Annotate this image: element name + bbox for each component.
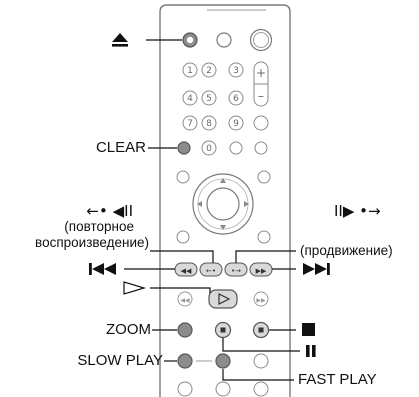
key-d[interactable] <box>253 353 269 369</box>
eject-icon <box>112 33 128 47</box>
replay-text-line1: (повторное <box>64 219 134 234</box>
number-key-5[interactable] <box>201 90 217 106</box>
number-key-2[interactable] <box>201 62 217 78</box>
leader-lines <box>124 39 300 381</box>
play-icon <box>123 281 147 295</box>
clear-button[interactable] <box>177 141 191 155</box>
next-icon <box>303 263 330 275</box>
number-key-8[interactable] <box>201 115 217 131</box>
fast-play-button[interactable] <box>215 353 231 369</box>
number-key-1[interactable] <box>182 62 198 78</box>
open-key[interactable] <box>216 32 232 48</box>
down-arrow-icon <box>220 225 226 230</box>
menu-key-bottom-left[interactable] <box>176 230 190 244</box>
number-key-3-label: 3 <box>233 66 239 76</box>
replay-button[interactable] <box>199 262 223 277</box>
number-key-0[interactable] <box>201 140 217 156</box>
number-key-9[interactable] <box>228 115 244 131</box>
slow-play-button[interactable] <box>177 353 193 369</box>
number-keypad: 1 2 3 4 5 6 7 8 9 0 <box>182 62 244 156</box>
replay-symbol: ←• ◀II <box>86 202 133 220</box>
zoom-label: ZOOM <box>106 321 151 338</box>
menu-key-bottom-right[interactable] <box>257 230 271 244</box>
pause-icon <box>306 345 316 357</box>
bottom-key-3[interactable] <box>253 381 269 397</box>
number-key-1-label: 1 <box>187 66 193 76</box>
prev-key-icon: ◀◀ <box>181 267 192 275</box>
number-key-7-label: 7 <box>187 119 193 129</box>
previous-icon <box>89 263 116 275</box>
pause-key-icon <box>220 327 226 333</box>
key-c[interactable] <box>254 141 268 155</box>
number-key-3[interactable] <box>228 62 244 78</box>
number-key-4-label: 4 <box>187 94 193 104</box>
up-arrow-icon <box>220 178 226 183</box>
replay-key-icon: ←• <box>206 267 216 275</box>
number-key-6-label: 6 <box>233 94 239 104</box>
advance-symbol: II▶ •→ <box>334 202 381 220</box>
advance-leader <box>235 250 296 263</box>
number-key-2-label: 2 <box>206 66 212 76</box>
pause-leader <box>222 338 300 352</box>
stop-icon <box>302 323 315 336</box>
fast-play-label: FAST PLAY <box>298 371 377 388</box>
scan-forward-button[interactable] <box>253 291 269 307</box>
number-key-8-label: 8 <box>206 119 212 129</box>
menu-key-top-right[interactable] <box>257 170 271 184</box>
play-leader <box>150 287 211 293</box>
volume-minus-icon: – <box>258 89 264 103</box>
scan-forward-icon: ▶▶ <box>256 297 266 304</box>
enter-button[interactable] <box>206 187 240 221</box>
key-b[interactable] <box>229 141 243 155</box>
replay-leader <box>150 250 214 263</box>
advance-key-icon: •→ <box>231 267 241 275</box>
number-key-4[interactable] <box>182 90 198 106</box>
side-key-1[interactable] <box>253 115 269 131</box>
clear-label: CLEAR <box>95 139 146 156</box>
number-key-5-label: 5 <box>206 94 212 104</box>
slow-play-label: SLOW PLAY <box>77 352 163 369</box>
transport-row: ◀◀ ←• •→ ▶▶ <box>174 262 273 277</box>
play-key-icon <box>218 293 231 305</box>
right-arrow-icon <box>244 201 249 207</box>
bottom-key-2[interactable] <box>215 381 231 397</box>
number-key-6[interactable] <box>228 90 244 106</box>
menu-key-top-left[interactable] <box>176 170 190 184</box>
advance-text: (продвижение) <box>300 243 393 258</box>
scan-back-icon: ◀◀ <box>180 297 190 304</box>
zoom-button[interactable] <box>177 322 193 338</box>
play-button[interactable] <box>208 289 238 309</box>
next-key-icon: ▶▶ <box>256 267 267 275</box>
power-button-ring <box>253 32 269 48</box>
volume-plus-icon: + <box>256 66 266 80</box>
left-arrow-icon <box>197 201 202 207</box>
replay-text-line2: воспроизведение) <box>35 235 149 250</box>
stop-key-icon <box>258 327 264 333</box>
bottom-key-1[interactable] <box>177 381 193 397</box>
fast-play-leader <box>222 369 294 381</box>
scan-back-button[interactable] <box>177 291 193 307</box>
number-key-0-label: 0 <box>206 144 212 154</box>
number-key-7[interactable] <box>182 115 198 131</box>
eject-button-center <box>186 36 194 44</box>
number-key-9-label: 9 <box>233 119 239 129</box>
